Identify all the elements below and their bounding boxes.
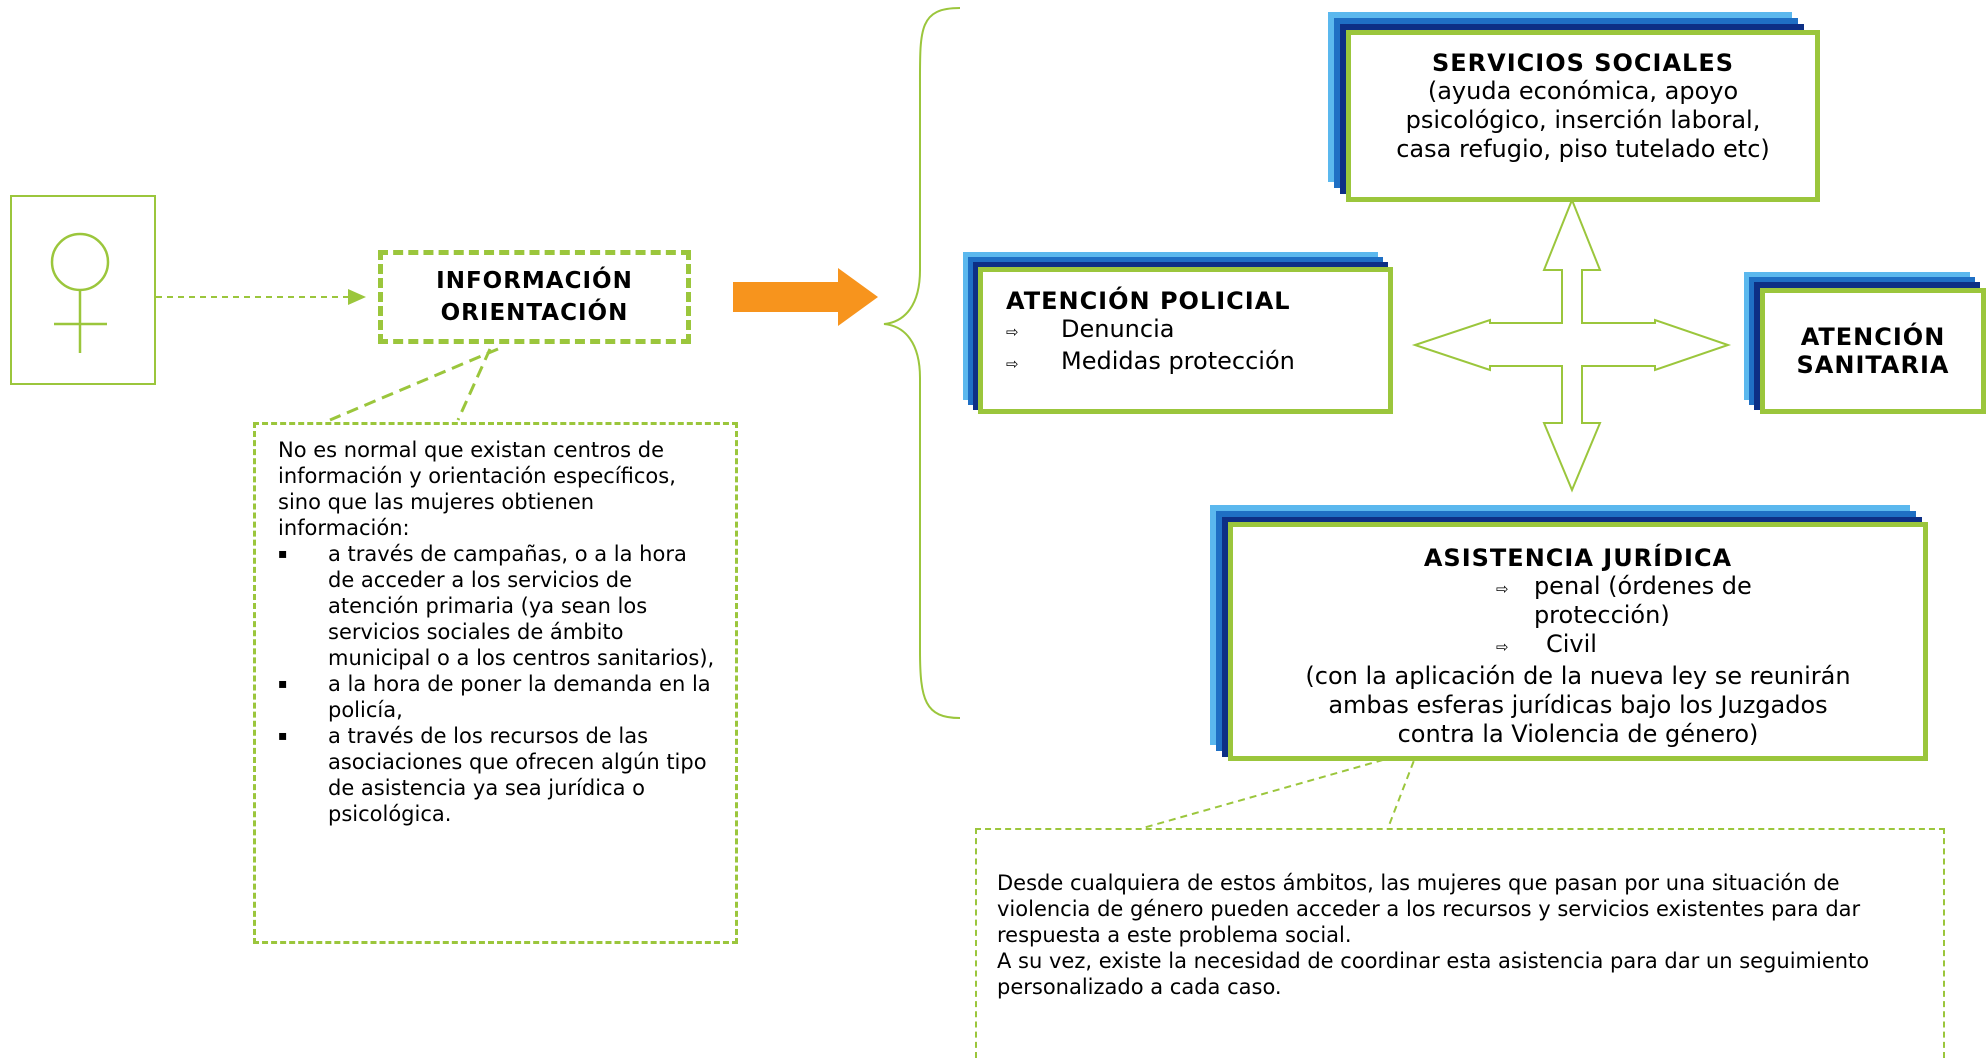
- police-attention-card: ATENCIÓN POLICIAL ⇨ Denuncia ⇨ Medidas p…: [963, 252, 1393, 414]
- police-item-text: Denuncia: [1061, 315, 1175, 343]
- note-bullet-text: a través de campañas, o a la hora de acc…: [328, 542, 715, 670]
- note-bullet-item: ▪ a la hora de poner la demanda en la pol…: [278, 671, 715, 723]
- legal-assistance-title: ASISTENCIA JURÍDICA: [1423, 544, 1733, 572]
- juridica-callout-right: [1387, 749, 1419, 829]
- bullet-icon: ▪: [278, 676, 288, 692]
- arrow-right-icon: ⇨: [1496, 638, 1509, 656]
- police-item: ⇨ Medidas protección: [1006, 347, 1388, 379]
- legal-item: ⇨ penal (órdenes de protección) ⇨ Civil: [1233, 572, 1923, 662]
- info-title-line2: ORIENTACIÓN: [440, 300, 629, 326]
- info-title-line1: INFORMACIÓN: [436, 268, 633, 294]
- police-attention-title: ATENCIÓN POLICIAL: [1006, 287, 1291, 315]
- arrow-right-icon: ⇨: [1496, 580, 1509, 598]
- curly-brace: [883, 7, 961, 719]
- health-attention-card: ATENCIÓN SANITARIA: [1744, 272, 1986, 414]
- health-attention-title-line1: ATENCIÓN: [1800, 323, 1946, 351]
- legal-item-text: penal (órdenes de protección): [1533, 572, 1752, 629]
- police-item: ⇨ Denuncia: [1006, 315, 1388, 347]
- orange-arrow: [733, 268, 878, 326]
- arrow-right-icon: ⇨: [1006, 355, 1019, 373]
- bullet-icon: ▪: [278, 728, 288, 744]
- coordination-paragraph: Desde cualquiera de estos ámbitos, las m…: [997, 871, 1861, 947]
- bullet-icon: ▪: [278, 546, 288, 562]
- health-attention-title-line2: SANITARIA: [1796, 351, 1950, 379]
- legal-note-line: contra la Violencia de género): [1397, 720, 1759, 748]
- note-bullet-item: ▪ a través de campañas, o a la hora de ac…: [278, 541, 715, 671]
- note-intro: No es normal que existan centros de info…: [278, 438, 676, 540]
- venus-icon: [50, 232, 110, 353]
- legal-item-text: Civil: [1546, 630, 1597, 658]
- legal-assistance-card: ASISTENCIA JURÍDICA ⇨ penal (órdenes de p…: [1210, 505, 1928, 761]
- four-way-arrow: [1411, 197, 1732, 493]
- note-bullet-item: ▪ a través de los recursos de las asociac…: [278, 723, 715, 827]
- social-services-line: psicológico, inserción laboral,: [1405, 106, 1761, 134]
- coordination-paragraph: A su vez, existe la necesidad de coordin…: [997, 949, 1870, 999]
- legal-note-line: ambas esferas jurídicas bajo los Juzgado…: [1328, 691, 1828, 719]
- note-bullet-text: a la hora de poner la demanda en la poli…: [328, 672, 711, 722]
- arrow-right-icon: ⇨: [1006, 323, 1019, 341]
- social-services-line: (ayuda económica, apoyo: [1427, 77, 1739, 105]
- social-services-title: SERVICIOS SOCIALES: [1431, 49, 1735, 77]
- legal-note-line: (con la aplicación de la nueva ley se re…: [1305, 662, 1851, 690]
- info-callout-right: [456, 348, 492, 421]
- coordination-note: Desde cualquiera de estos ámbitos, las m…: [975, 828, 1945, 1058]
- police-item-text: Medidas protección: [1061, 347, 1295, 375]
- connector-arrowhead: [348, 289, 366, 305]
- info-callout-left: [329, 347, 499, 422]
- social-services-line: casa refugio, piso tutelado etc): [1396, 135, 1770, 163]
- woman-symbol-box: [10, 195, 156, 385]
- note-bullet-text: a través de los recursos de las asociaci…: [328, 724, 707, 826]
- social-services-card: SERVICIOS SOCIALES (ayuda económica, apo…: [1328, 12, 1820, 202]
- juridica-callout-left: [1142, 749, 1419, 829]
- information-note: No es normal que existan centros de info…: [253, 422, 738, 944]
- information-orientation-box: INFORMACIÓN ORIENTACIÓN: [378, 250, 691, 344]
- note-bullet-list: ▪ a través de campañas, o a la hora de ac…: [278, 541, 715, 827]
